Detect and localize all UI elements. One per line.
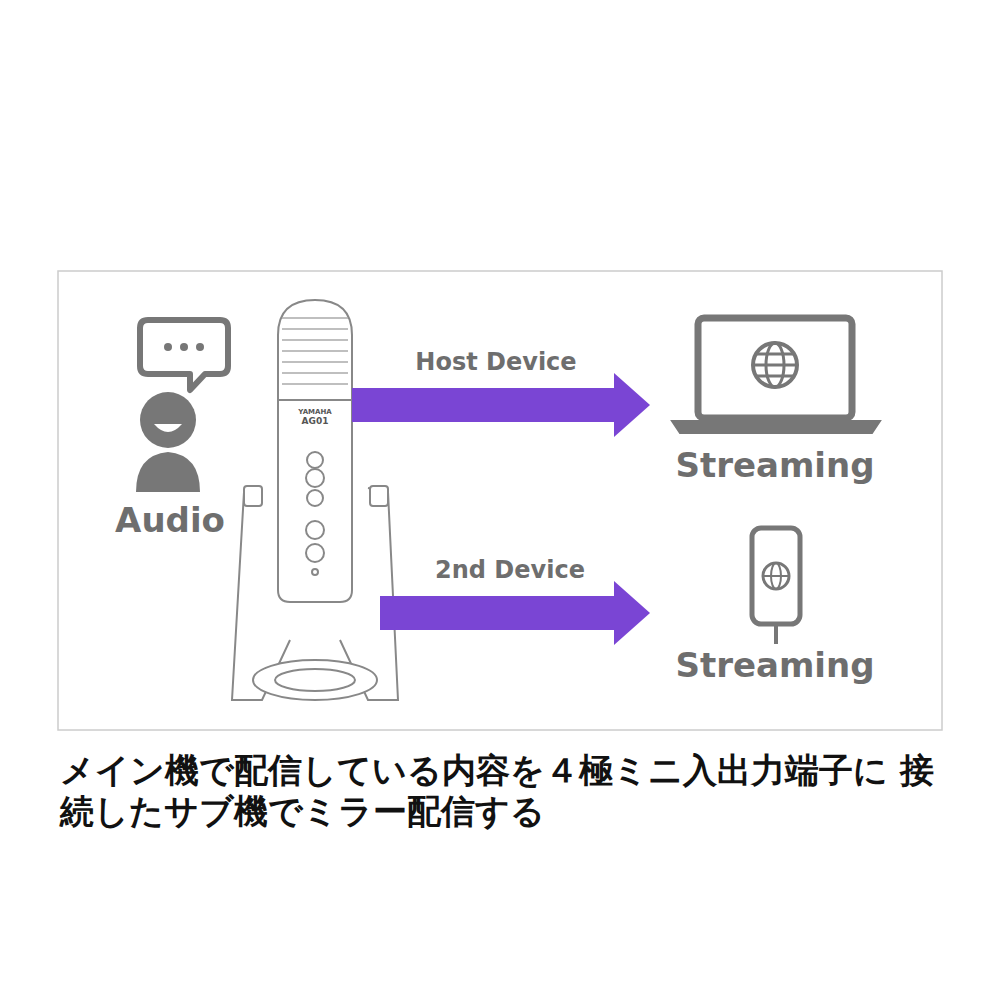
panel-frame: [58, 271, 942, 730]
grille-bar: [282, 350, 348, 352]
speech-bubble: [140, 320, 228, 390]
grille-bar: [282, 383, 348, 385]
node-text: Audio: [115, 500, 225, 541]
edge-label: 2nd Device: [435, 556, 585, 584]
node-text: Streaming: [675, 645, 874, 686]
microphone-body: YAMAHAAG01: [278, 300, 352, 600]
grille-bar: [282, 361, 348, 363]
flow-arrow: [352, 388, 615, 422]
flow-arrow: [380, 596, 615, 630]
grille-bar: [282, 328, 348, 330]
laptop-device: Streaming: [660, 310, 890, 488]
grille-bar: [282, 372, 348, 374]
mic-grille: [282, 318, 348, 384]
phone-device: Streaming: [660, 520, 890, 688]
laptop-icon: [672, 318, 880, 433]
person-icon: [136, 392, 200, 492]
edge-label: Host Device: [415, 348, 576, 376]
grille-bar: [282, 339, 348, 341]
phone-icon: [752, 528, 800, 644]
node-text: YAMAHA: [298, 408, 331, 416]
audio-source: Audio: [100, 300, 240, 545]
node-text: AG01: [302, 416, 329, 427]
bubble-dots: [164, 343, 204, 351]
grille-bar: [282, 317, 348, 319]
node-text: Streaming: [675, 445, 874, 486]
caption: メイン機で配信している内容を４極ミニ入出力端子に 接続したサブ機でミラー配信する: [60, 750, 960, 832]
microphone-illustration: [232, 300, 398, 700]
